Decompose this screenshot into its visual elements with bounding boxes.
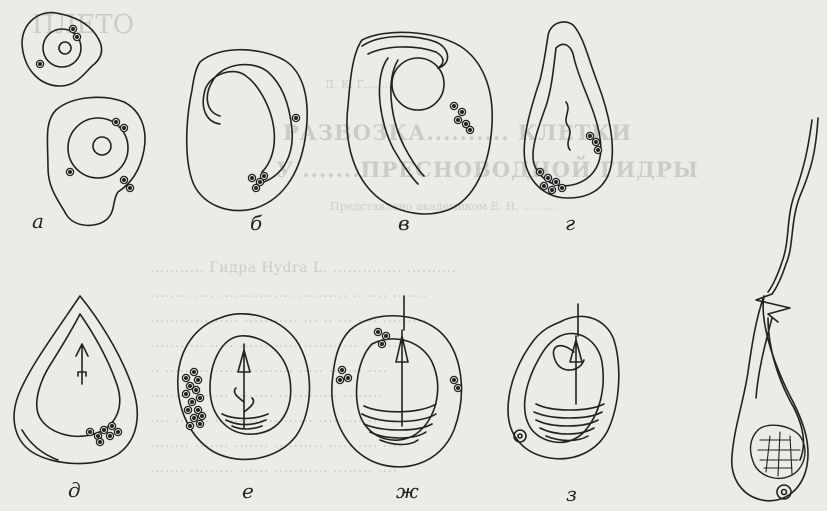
panel-label-d: д [68, 480, 81, 500]
cell-zh [332, 296, 462, 467]
panel-label-z: з [566, 484, 577, 504]
cell-g [524, 22, 612, 198]
panel-label-b: б [250, 213, 262, 233]
panel-label-a: а [32, 211, 44, 231]
panel-label-g: г [565, 213, 575, 233]
panel-label-e: е [242, 481, 254, 501]
cell-a-bottom [47, 97, 145, 225]
cell-a-top [22, 13, 102, 86]
cell-v [347, 32, 492, 214]
mature-cnidocyte [732, 118, 818, 501]
cell-e [178, 314, 310, 460]
cell-b [187, 50, 307, 211]
cell-d [14, 296, 137, 464]
panel-label-zh: ж [396, 481, 419, 501]
panel-label-v: в [398, 213, 410, 233]
cell-z [508, 304, 619, 459]
